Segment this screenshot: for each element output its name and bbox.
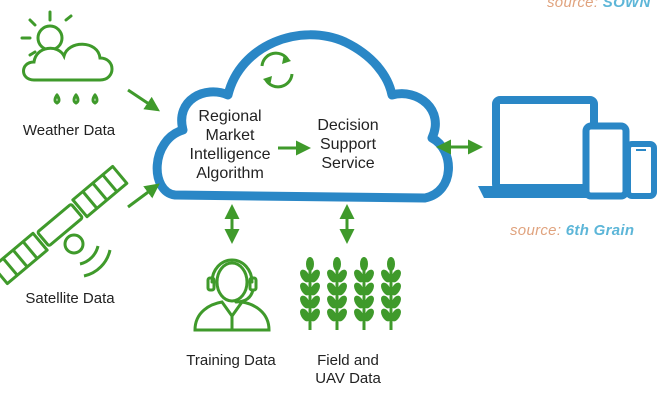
tablet-icon xyxy=(582,122,630,200)
source-prefix: source: xyxy=(510,222,562,239)
arrow-satellite-to-cloud xyxy=(127,183,160,209)
weather-data-label: Weather Data xyxy=(22,122,116,139)
source-name: 6th Grain xyxy=(565,222,635,239)
source-prefix: source: xyxy=(547,0,599,11)
field-uav-line1: Field and xyxy=(317,352,379,369)
refresh-icon xyxy=(260,51,294,89)
field-uav-line2: UAV Data xyxy=(315,370,381,387)
devices-icon xyxy=(478,96,657,200)
service-line: Decision xyxy=(317,117,379,134)
training-data-label: Training Data xyxy=(186,352,276,369)
field-uav-data-label: Field and UAV Data xyxy=(300,352,396,388)
source-name: SOWN xyxy=(602,0,651,11)
source-caption-top: source: SOWN xyxy=(547,0,651,11)
algorithm-line: Intelligence xyxy=(189,146,271,163)
service-line: Support xyxy=(319,136,377,153)
weather-icon xyxy=(20,10,114,105)
algorithm-line: Regional xyxy=(198,108,262,125)
arrow-weather-to-cloud xyxy=(127,88,160,112)
algorithm-label: Regional Market Intelligence Algorithm xyxy=(180,107,280,183)
cloud-shape xyxy=(152,30,453,203)
algorithm-line: Algorithm xyxy=(196,165,264,182)
satellite-icon xyxy=(0,164,129,286)
satellite-data-label: Satellite Data xyxy=(25,290,115,307)
algorithm-line: Market xyxy=(205,127,255,144)
laptop-icon xyxy=(478,96,600,198)
phone-icon xyxy=(625,141,657,199)
source-caption-right: source: 6th Grain xyxy=(510,222,634,239)
decision-support-label: Decision Support Service xyxy=(305,116,391,173)
service-line: Service xyxy=(321,155,375,172)
headset-person-icon xyxy=(193,258,271,332)
wheat-icon xyxy=(300,256,404,332)
